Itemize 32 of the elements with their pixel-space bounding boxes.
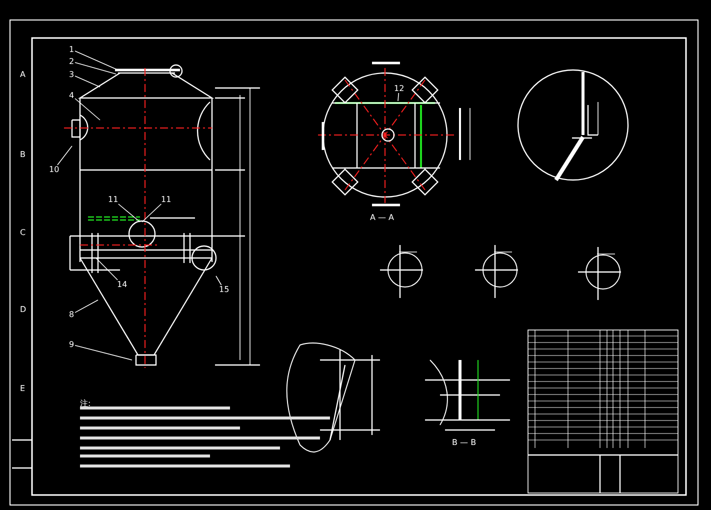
leader-line [118,204,140,222]
zone-letter: D [20,305,26,314]
callout-number: 8 [68,310,76,319]
callout-number: 2 [68,57,76,66]
zone-letter: A [20,70,26,79]
section-title: A — A [370,213,394,222]
callout-number: 12 [393,84,406,93]
callout-number: 15 [218,285,230,294]
leader-line [96,258,118,280]
callout-number: 10 [48,165,60,174]
leader-line [74,76,100,88]
leader-line [74,50,118,70]
leader-line [216,276,222,286]
zone-letter: E [20,384,26,393]
leader-line [74,98,100,120]
zone-letter: B [20,150,26,159]
notes-heading: 注: [80,398,91,409]
callout-number: 14 [116,280,128,289]
callout-number: 11 [160,195,172,204]
callout-number: 4 [68,91,76,100]
callout-number: 11 [107,195,120,204]
leader-line [74,300,98,313]
leader-line [74,345,132,360]
zone-letter: C [20,228,26,237]
leader-line [142,204,162,222]
callout-number: 1 [68,45,76,54]
callout-number: 9 [68,340,76,349]
callout-number: 3 [68,70,76,79]
leader-line [57,146,72,166]
section-title: B — B [452,438,476,447]
leader-line [74,62,116,74]
leader-line [398,92,400,102]
